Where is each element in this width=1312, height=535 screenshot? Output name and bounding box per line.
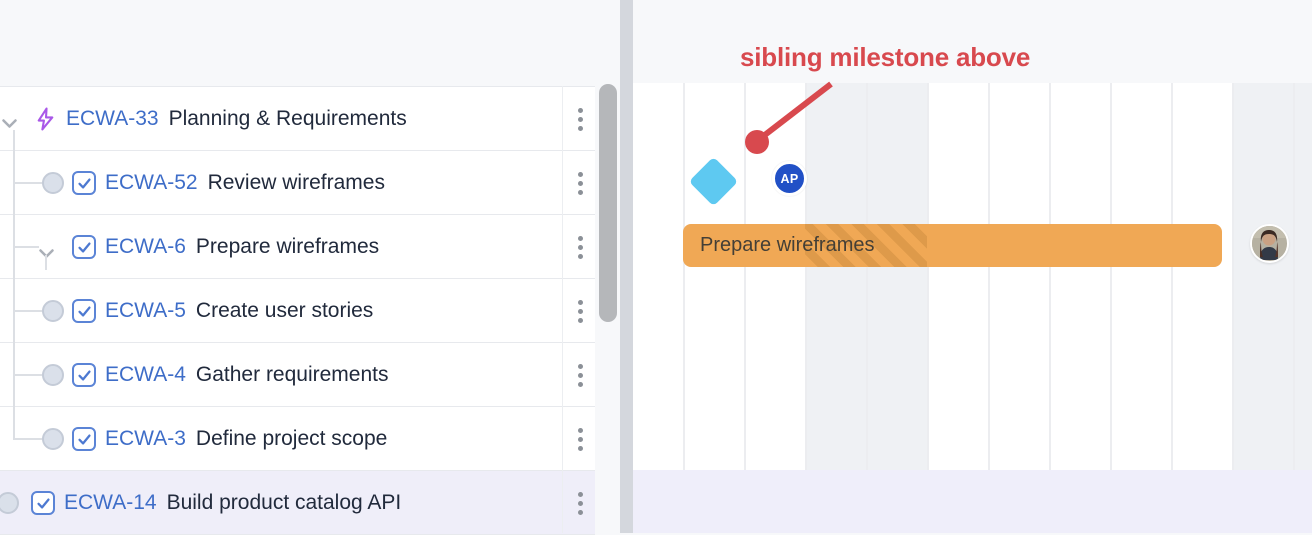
row-menu-button[interactable] — [571, 151, 589, 215]
selected-row-highlight — [633, 470, 1312, 533]
done-checkbox[interactable] — [31, 491, 55, 515]
tree-node-circle — [0, 492, 19, 514]
task-row-ecwa-33[interactable]: ECWA-33 Planning & Requirements — [0, 87, 595, 151]
non-working-days-hatch — [805, 224, 927, 267]
issue-name: Define project scope — [195, 426, 388, 450]
row-menu-button[interactable] — [571, 343, 589, 407]
tree-node-circle — [42, 300, 64, 322]
epic-lightning-icon — [33, 106, 58, 138]
task-row-ecwa-5[interactable]: ECWA-5 Create user stories — [0, 279, 595, 343]
tree-node-circle — [42, 428, 64, 450]
tree-node-circle — [42, 172, 64, 194]
issue-key[interactable]: ECWA-33 — [66, 106, 159, 130]
issue-key[interactable]: ECWA-5 — [105, 298, 186, 322]
issue-key[interactable]: ECWA-6 — [105, 234, 186, 258]
task-row-ecwa-3[interactable]: ECWA-3 Define project scope — [0, 407, 595, 471]
issue-name: Gather requirements — [195, 362, 389, 386]
milestone-diamond[interactable] — [688, 156, 739, 207]
done-checkbox[interactable] — [72, 171, 96, 195]
done-checkbox[interactable] — [72, 299, 96, 323]
issue-name: Review wireframes — [207, 170, 385, 194]
gantt-bar-prepare-wireframes[interactable]: Prepare wireframes — [683, 224, 1222, 267]
row-menu-button[interactable] — [571, 87, 589, 151]
gantt-bar-label: Prepare wireframes — [700, 234, 875, 256]
done-checkbox[interactable] — [72, 363, 96, 387]
issue-name: Prepare wireframes — [195, 234, 380, 258]
row-menu-button[interactable] — [571, 279, 589, 343]
row-menu-button[interactable] — [571, 407, 589, 471]
timeline-panel: AP Prepare wireframes sibling milestone … — [633, 0, 1312, 533]
tree-node-circle — [42, 364, 64, 386]
issue-name: Build product catalog API — [166, 490, 402, 514]
done-checkbox[interactable] — [72, 427, 96, 451]
task-row-ecwa-14[interactable]: ECWA-14 Build product catalog API — [0, 471, 595, 535]
issue-key[interactable]: ECWA-52 — [105, 170, 198, 194]
weekend-column — [1232, 0, 1312, 533]
row-menu-button[interactable] — [571, 471, 589, 535]
collapse-chevron-icon[interactable] — [2, 111, 17, 135]
panel-resize-handle[interactable] — [620, 0, 633, 533]
issue-key[interactable]: ECWA-4 — [105, 362, 186, 386]
annotation-label: sibling milestone above — [740, 42, 1031, 72]
task-row-ecwa-52[interactable]: ECWA-52 Review wireframes — [0, 151, 595, 215]
vertical-scrollbar[interactable] — [599, 84, 617, 322]
task-row-ecwa-4[interactable]: ECWA-4 Gather requirements — [0, 343, 595, 407]
timeline-header-area — [633, 0, 1312, 83]
issue-name: Create user stories — [195, 298, 374, 322]
task-row-ecwa-6[interactable]: ECWA-6 Prepare wireframes — [0, 215, 595, 279]
done-checkbox[interactable] — [72, 235, 96, 259]
issue-key[interactable]: ECWA-3 — [105, 426, 186, 450]
row-menu-button[interactable] — [571, 215, 589, 279]
issue-key[interactable]: ECWA-14 — [64, 490, 157, 514]
issue-name: Planning & Requirements — [168, 106, 407, 130]
tree-connector-line — [13, 130, 15, 438]
assignee-initials-badge[interactable]: AP — [772, 161, 807, 196]
assignee-avatar[interactable] — [1250, 224, 1289, 263]
task-list-panel: ECWA-33 Planning & Requirements ECWA-52 … — [0, 0, 620, 535]
